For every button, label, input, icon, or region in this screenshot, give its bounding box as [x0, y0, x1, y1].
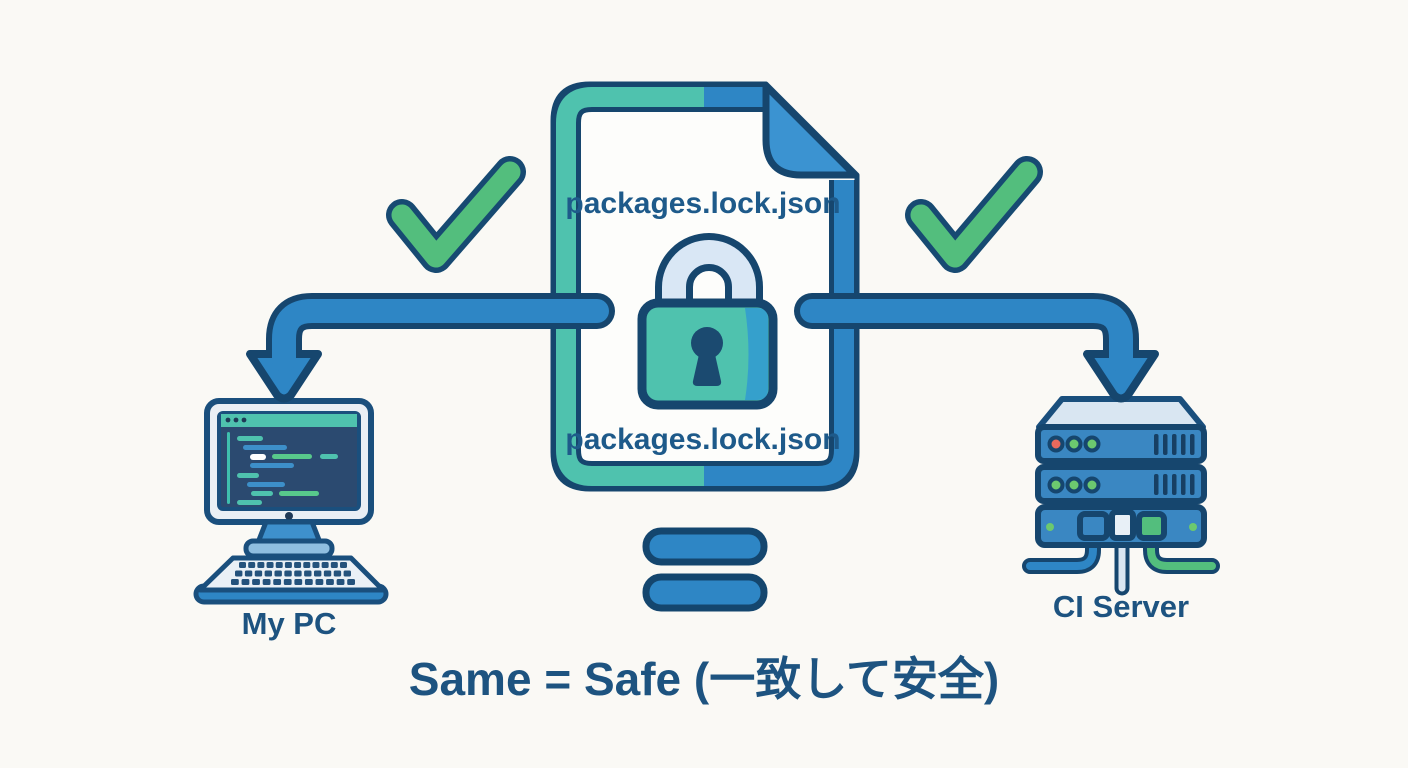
port-green: [1136, 511, 1167, 541]
document-border-teal: [556, 87, 707, 486]
folded-corner: [762, 82, 859, 179]
filename-top: packages.lock.json: [565, 187, 840, 220]
lock-body-outline: [637, 298, 778, 410]
editor-titlebar: [221, 414, 357, 427]
server-lid: [1036, 396, 1206, 430]
status-lights-row1: [1047, 435, 1101, 453]
keyhole-stem: [692, 350, 722, 386]
status-light-red: [1047, 435, 1065, 453]
window-dot: [241, 417, 247, 423]
status-lights-row2: [1047, 476, 1101, 494]
arrow-down-icon-right: [794, 293, 1159, 403]
check-icon-right: [905, 156, 1043, 273]
status-light-green: [1083, 476, 1101, 494]
server-unit-2: [1035, 464, 1207, 504]
server-unit-1: [1035, 424, 1207, 464]
monitor-base: [243, 538, 335, 559]
port-white: [1109, 509, 1136, 541]
document-border-blue-right: [704, 180, 854, 486]
lock-body-shade: [745, 308, 768, 400]
keyhole-circle: [691, 327, 723, 359]
padlock-icon: [637, 233, 778, 410]
document-icon: packages.lock.json packages.lock.json: [550, 81, 860, 492]
desktop-computer-icon: My PC: [193, 398, 389, 641]
vent-slats: [1154, 434, 1195, 495]
status-light-green: [1065, 476, 1083, 494]
monitor-camera-dot: [285, 512, 293, 520]
code-lines: [227, 432, 338, 505]
pc-label: My PC: [242, 606, 337, 641]
status-light-green: [1047, 476, 1065, 494]
equals-icon: [642, 527, 768, 612]
port-blue: [1077, 511, 1110, 541]
port-led: [1046, 523, 1054, 531]
status-light-green: [1083, 435, 1101, 453]
server-rack-icon: CI Server: [1022, 396, 1220, 624]
shackle: [662, 240, 756, 324]
keyboard-keys: [231, 562, 355, 585]
caption: Same = Safe (一致して安全): [409, 653, 999, 705]
filename-bottom: packages.lock.json: [565, 423, 840, 456]
server-label: CI Server: [1053, 589, 1189, 624]
port-led: [1189, 523, 1197, 531]
arrow-down-icon-left: [246, 293, 615, 403]
check-icon-left: [386, 156, 526, 273]
window-dot: [225, 417, 231, 423]
status-light-green: [1065, 435, 1083, 453]
window-dot: [233, 417, 239, 423]
